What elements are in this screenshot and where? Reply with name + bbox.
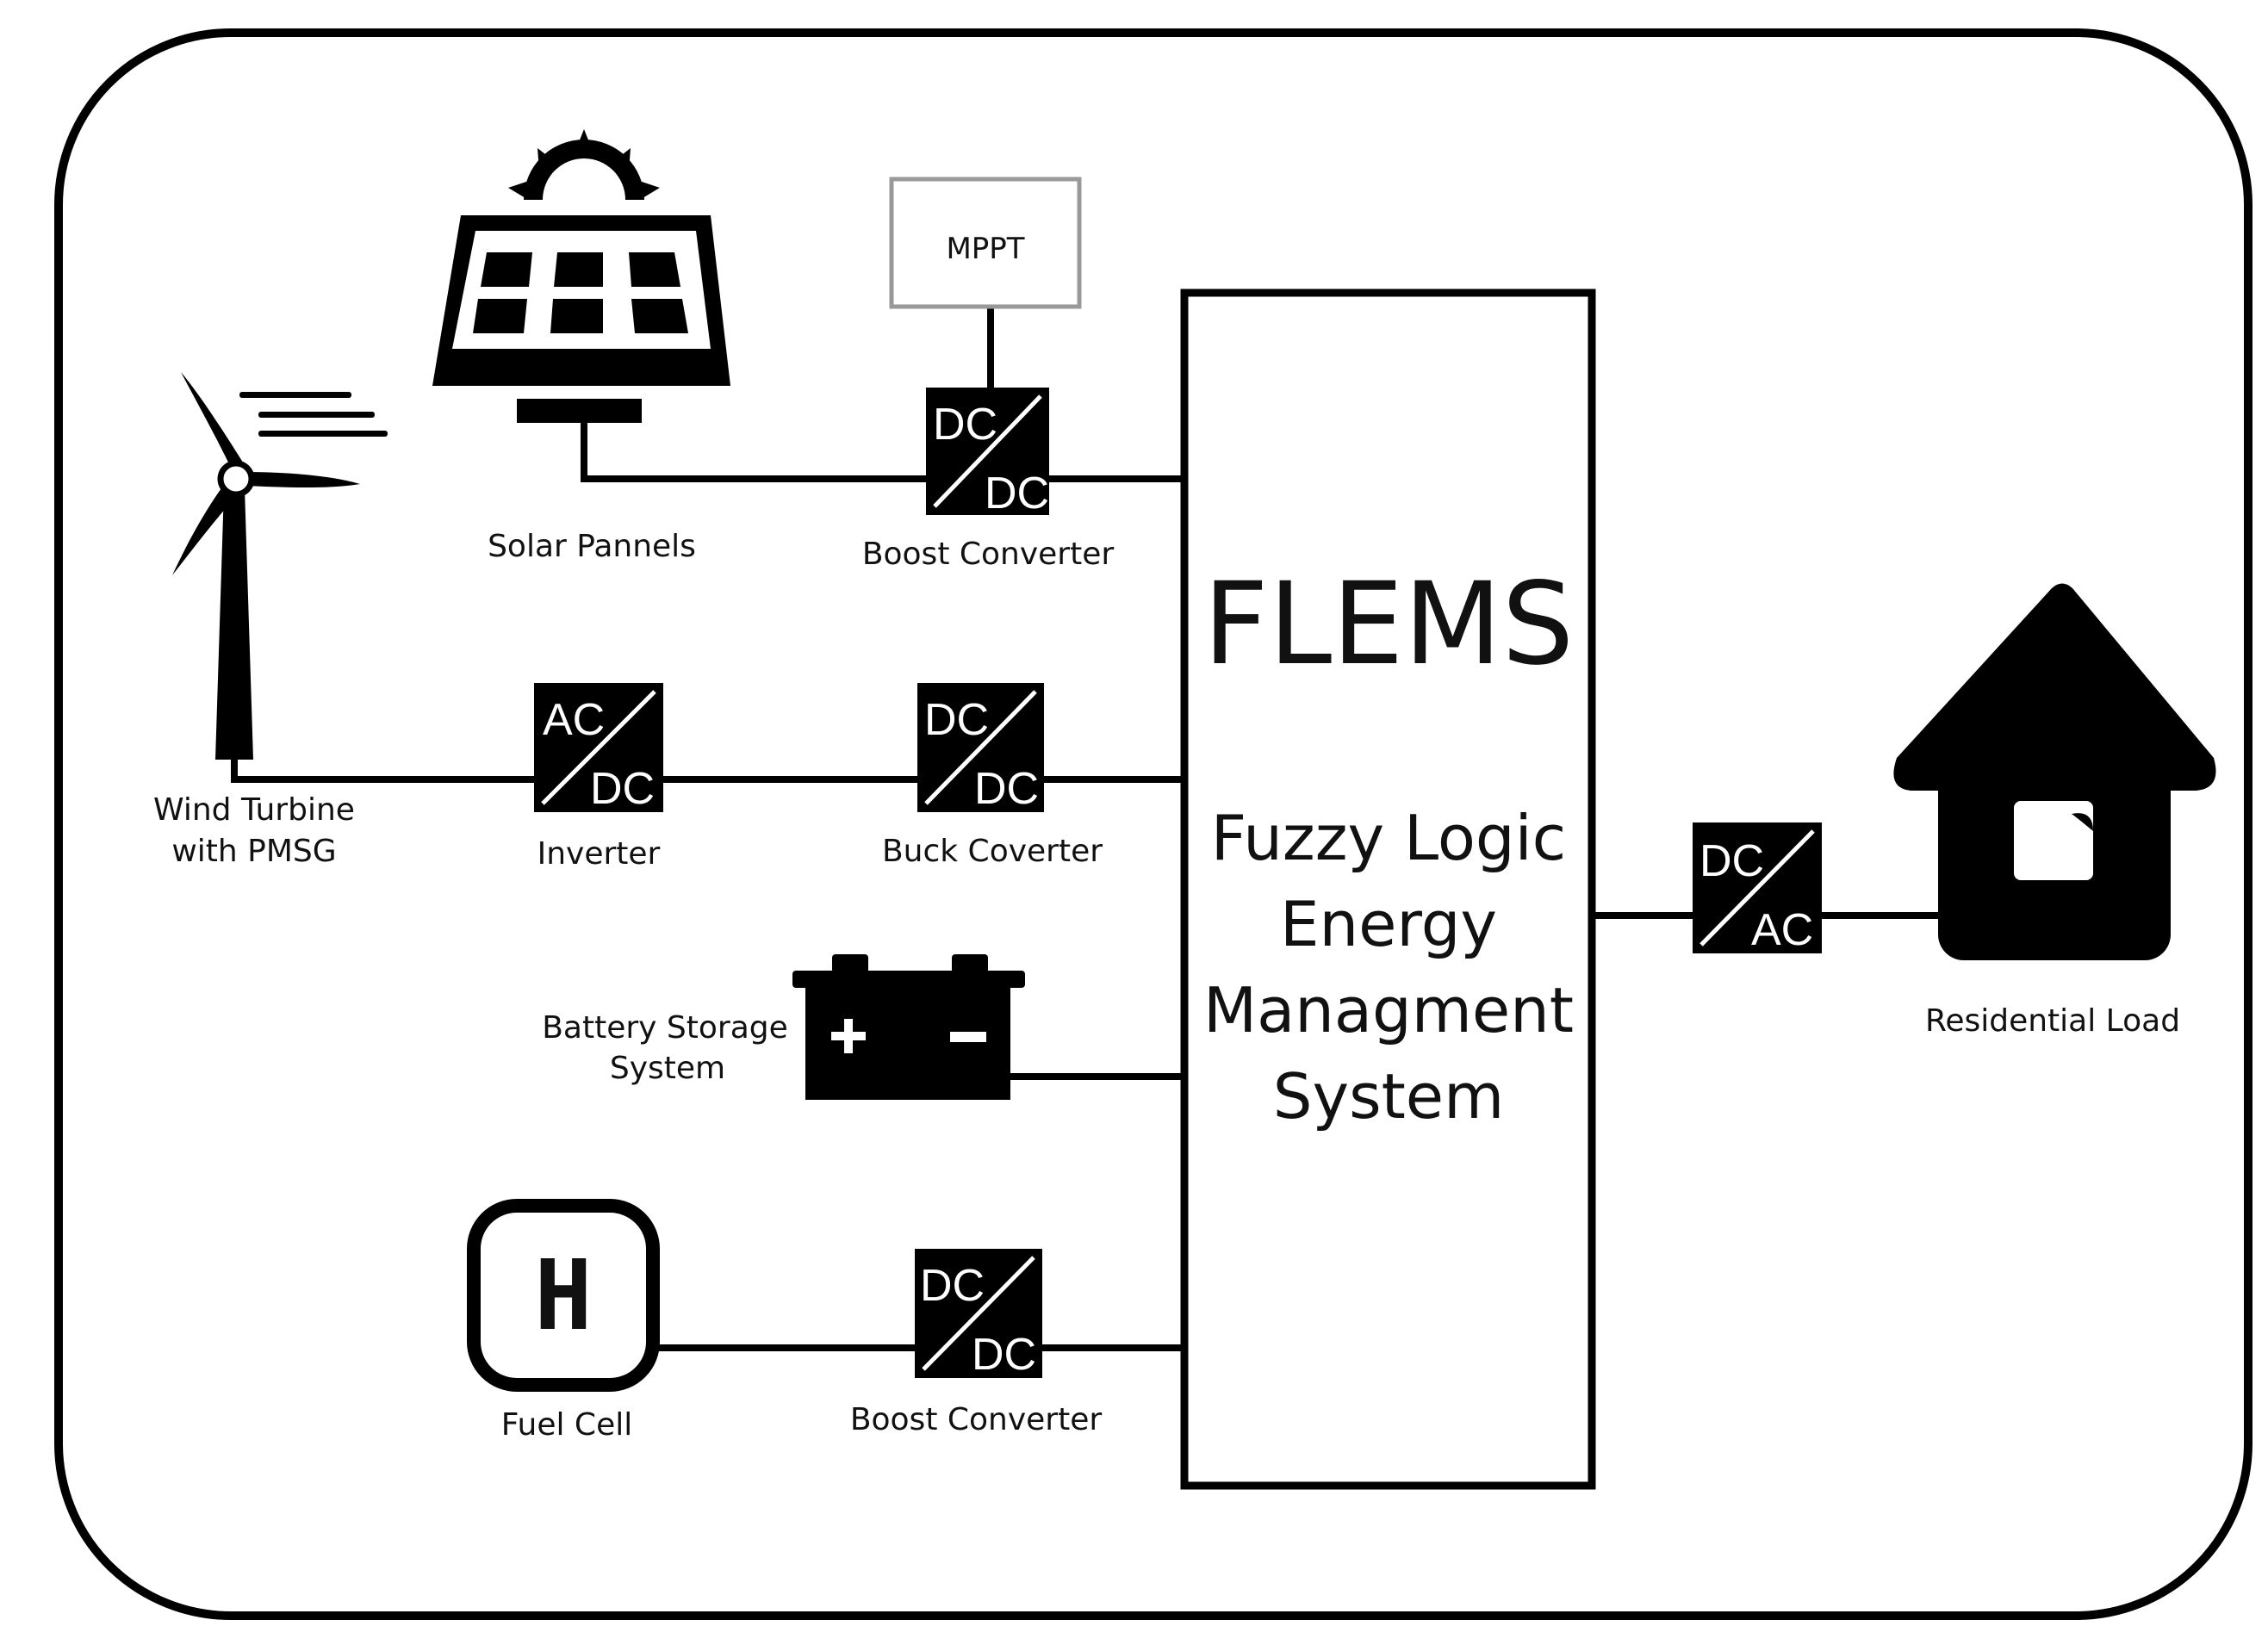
battery-minus-icon [950,1032,986,1042]
wind-turbine-icon [172,372,388,760]
converter-top-label: DC [920,1261,985,1311]
converter-bottom-label: DC [985,469,1049,518]
mppt-label: MPPT [946,232,1024,266]
wind-buck-converter-label: Buck Coverter [882,834,1103,869]
converter-bottom-label: DC [590,764,655,814]
converter-diagonal [1699,829,1815,947]
flems-box [1180,289,1596,1490]
sun-icon [508,129,660,200]
converter-top-label: AC [543,695,605,745]
hydrogen-fuel-cell-icon: H [467,1199,660,1392]
house-icon [1893,583,2216,960]
converter-diagonal [922,1256,1035,1371]
converter-top-label: DC [924,695,989,745]
load-inverter-converter: DC AC [1693,822,1822,955]
fuel-cell-symbol: H [534,1240,592,1352]
connection-lines [231,307,1938,1351]
house-window [2014,801,2093,880]
fuel-cell-boost-converter-label: Boost Converter [850,1402,1103,1437]
flems-subtitle-line-3: Managment [1203,974,1574,1046]
wind-line [231,758,534,783]
solar-panel-label: Solar Pannels [488,529,696,564]
converter-diagonal [933,394,1042,508]
converter-diagonal [924,690,1037,805]
converter-bottom-label: DC [972,1330,1036,1380]
battery-label-line-1: Battery Storage [542,1010,788,1046]
wind-turbine-label-line-1: Wind Turbine [153,792,355,828]
wind-turbine-label-line-2: with PMSG [171,834,336,869]
fuel-cell-boost-converter: DC DC [915,1249,1042,1380]
wind-inverter-converter: AC DC [534,683,663,814]
wind-inverter-label: Inverter [537,836,661,872]
solar-boost-converter-label: Boost Converter [862,537,1115,572]
flems-controller: FLEMS Fuzzy Logic Energy Managment Syste… [1180,289,1596,1490]
solar-line [581,420,926,482]
flems-subtitle-line-1: Fuzzy Logic [1211,802,1566,874]
outer-frame [54,28,2252,1620]
converter-diagonal [541,690,656,805]
flems-subtitle-line-4: System [1273,1060,1505,1133]
converter-top-label: DC [1699,836,1764,886]
flems-title: FLEMS [1203,558,1575,691]
converter-bottom-label: AC [1751,905,1813,955]
fuel-cell-label: Fuel Cell [501,1407,632,1443]
flems-subtitle-line-2: Energy [1280,888,1497,960]
converter-top-label: DC [933,400,997,450]
converter-bottom-label: DC [974,764,1039,814]
solar-boost-converter: DC DC [926,388,1049,518]
mppt-controller: MPPT [889,177,1082,309]
wind-buck-converter: DC DC [917,683,1044,814]
battery-icon [792,954,1025,1100]
residential-load-label: Residential Load [1925,1003,2180,1039]
battery-label-line-2: System [610,1051,725,1086]
mppt-box [889,177,1082,309]
solar-panel-icon [432,129,730,423]
